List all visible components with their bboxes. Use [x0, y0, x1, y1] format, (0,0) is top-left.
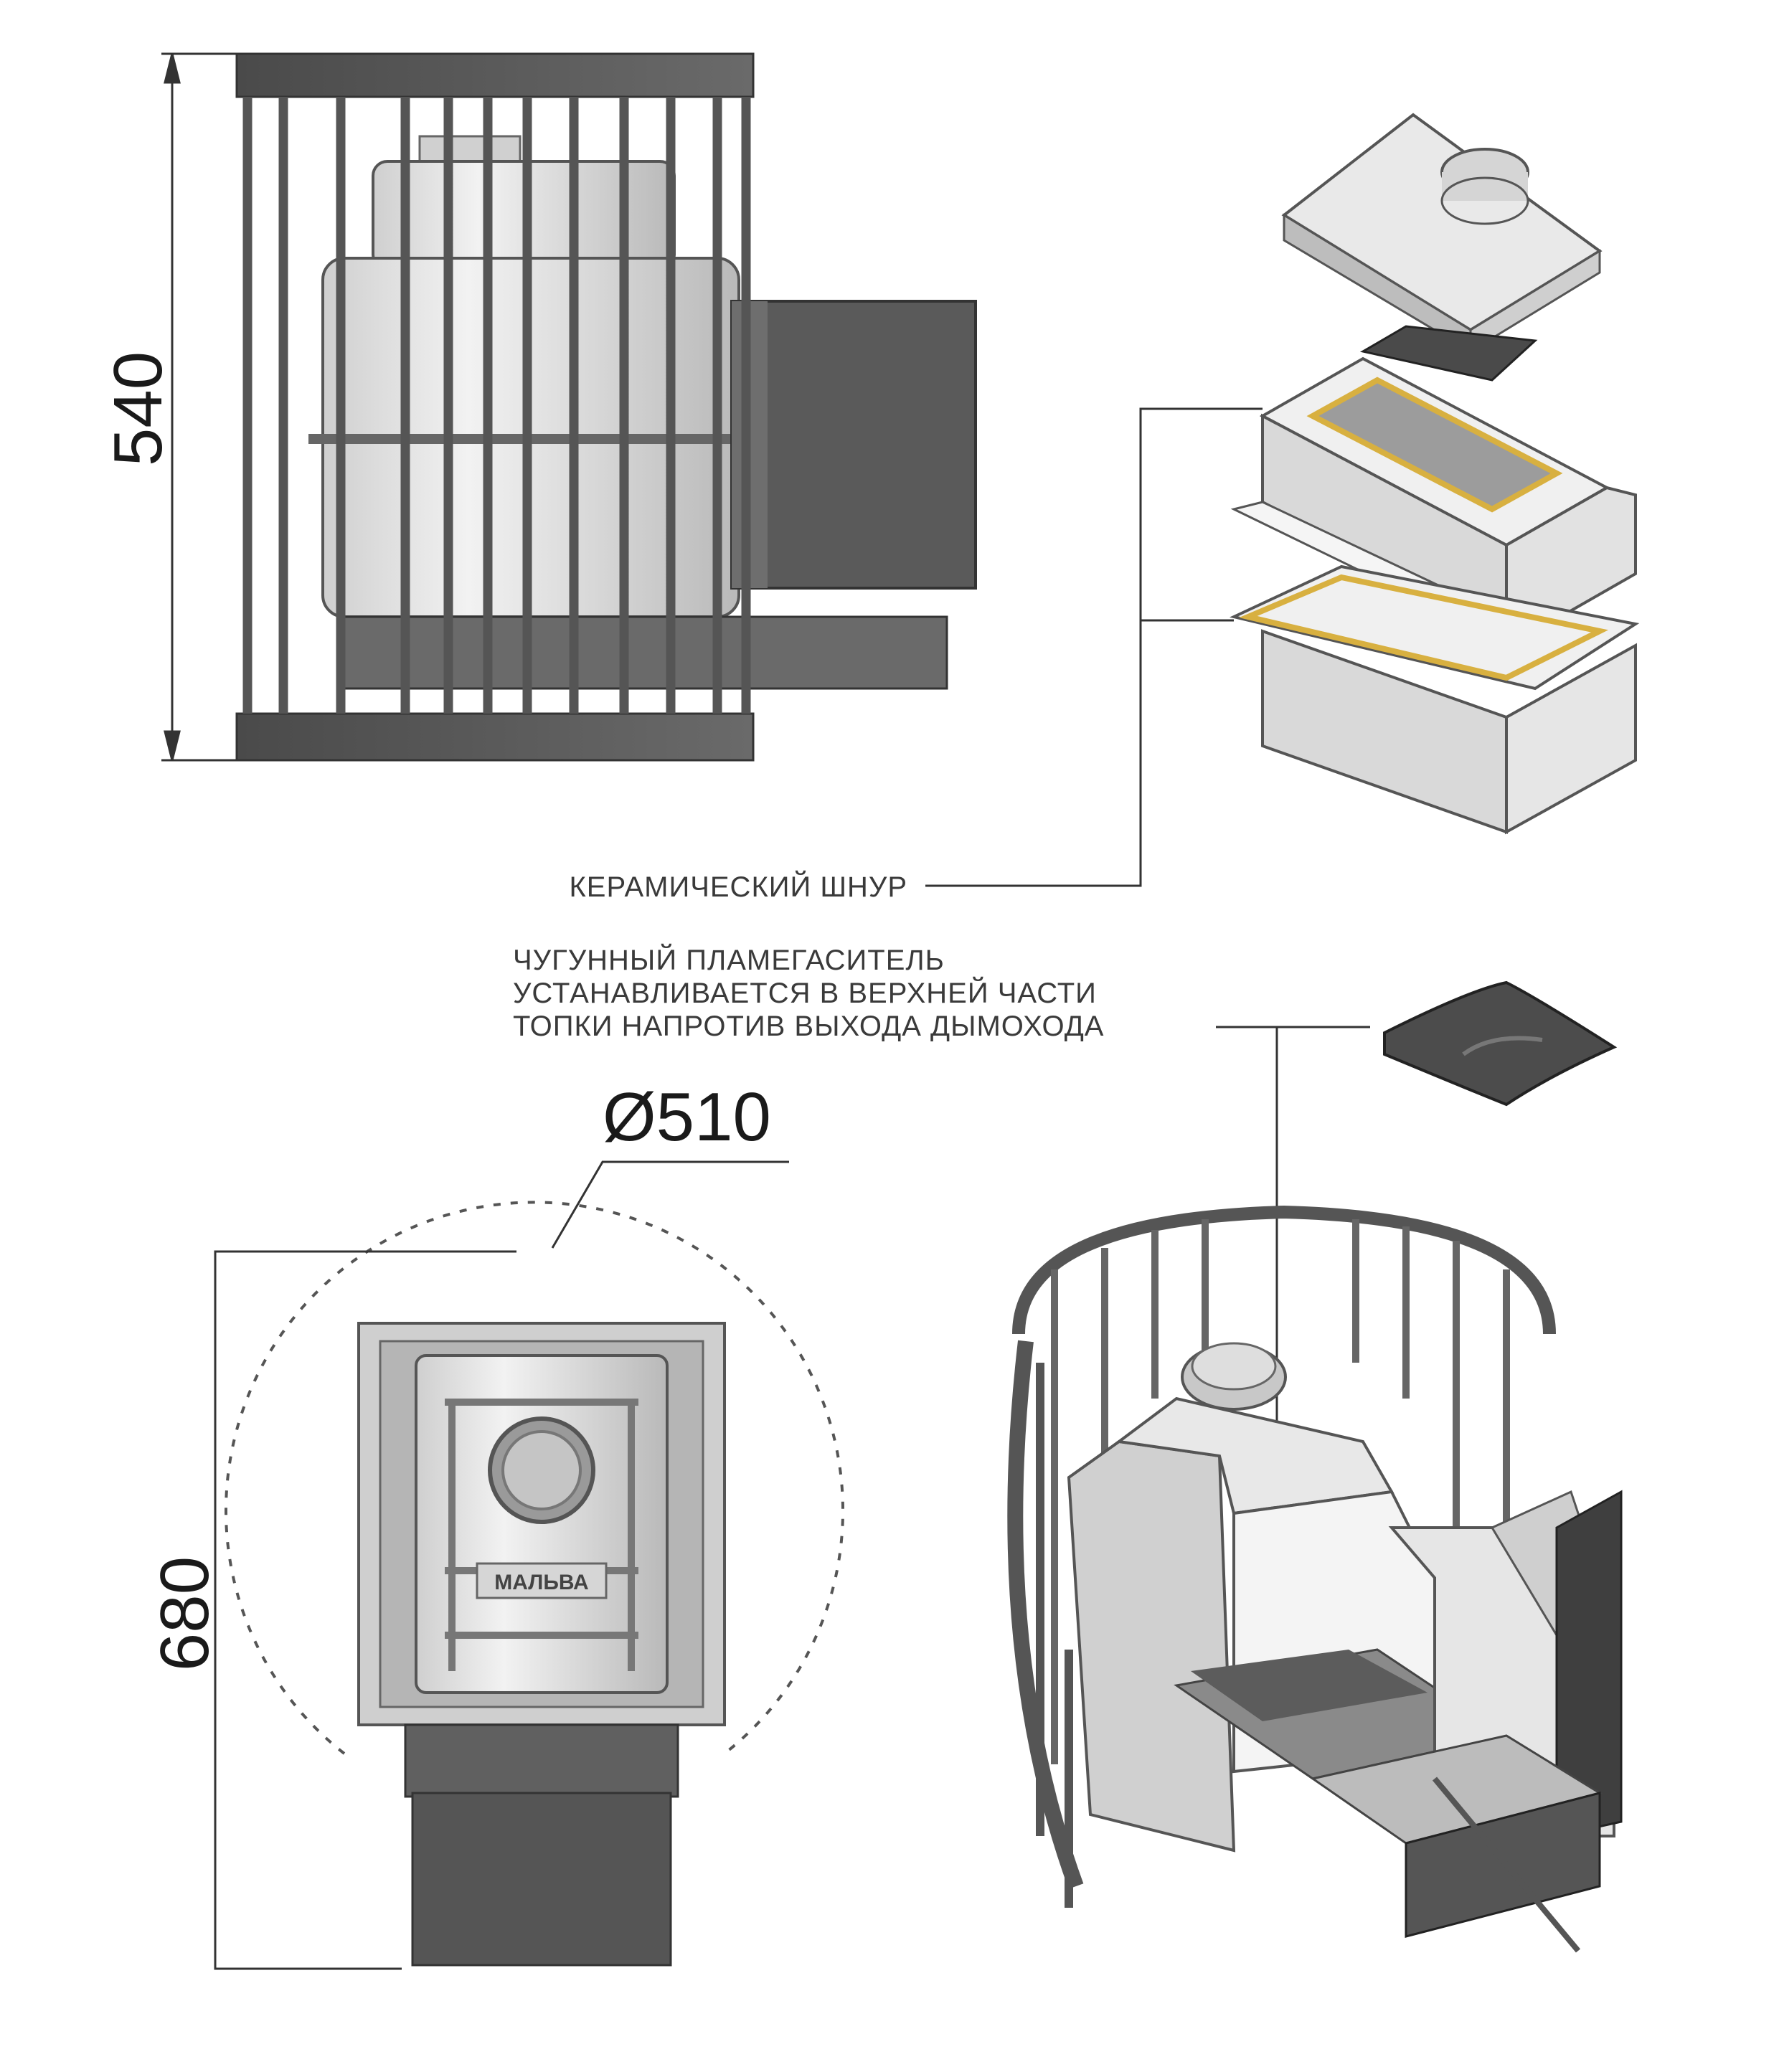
- dimension-680: [214, 1250, 516, 1970]
- door-logo: МАЛЬВА: [494, 1571, 588, 1594]
- dimension-label-diameter: Ø510: [603, 1079, 771, 1155]
- flame-arrester-label-line1: ЧУГУННЫЙ ПЛАМЕГАСИТЕЛЬ: [513, 943, 945, 976]
- exploded-view: КЕРАМИЧЕСКИЙ ШНУР: [569, 113, 1640, 903]
- side-view: 540: [100, 52, 977, 762]
- dimension-label-680: 680: [146, 1556, 223, 1671]
- flame-arrester-plate: [1383, 980, 1618, 1107]
- flame-arrester-label-line2: УСТАНАВЛИВАЕТСЯ В ВЕРХНЕЙ ЧАСТИ: [513, 976, 1097, 1009]
- dimension-label-540: 540: [100, 351, 176, 466]
- ceramic-cord-leader: [925, 407, 1263, 887]
- ceramic-cord-label: КЕРАМИЧЕСКИЙ ШНУР: [569, 870, 907, 903]
- front-view: МАЛЬВА 680 Ø510: [146, 1079, 844, 1970]
- flame-arrester-callout: ЧУГУННЫЙ ПЛАМЕГАСИТЕЛЬ УСТАНАВЛИВАЕТСЯ В…: [513, 943, 1618, 1495]
- flame-arrester-label-line3: ТОПКИ НАПРОТИВ ВЫХОДА ДЫМОХОДА: [513, 1011, 1104, 1042]
- isometric-view: [1007, 1205, 1623, 1953]
- dimension-540: [161, 52, 237, 762]
- dimension-diameter: [551, 1160, 789, 1249]
- cage-bars: [242, 97, 751, 714]
